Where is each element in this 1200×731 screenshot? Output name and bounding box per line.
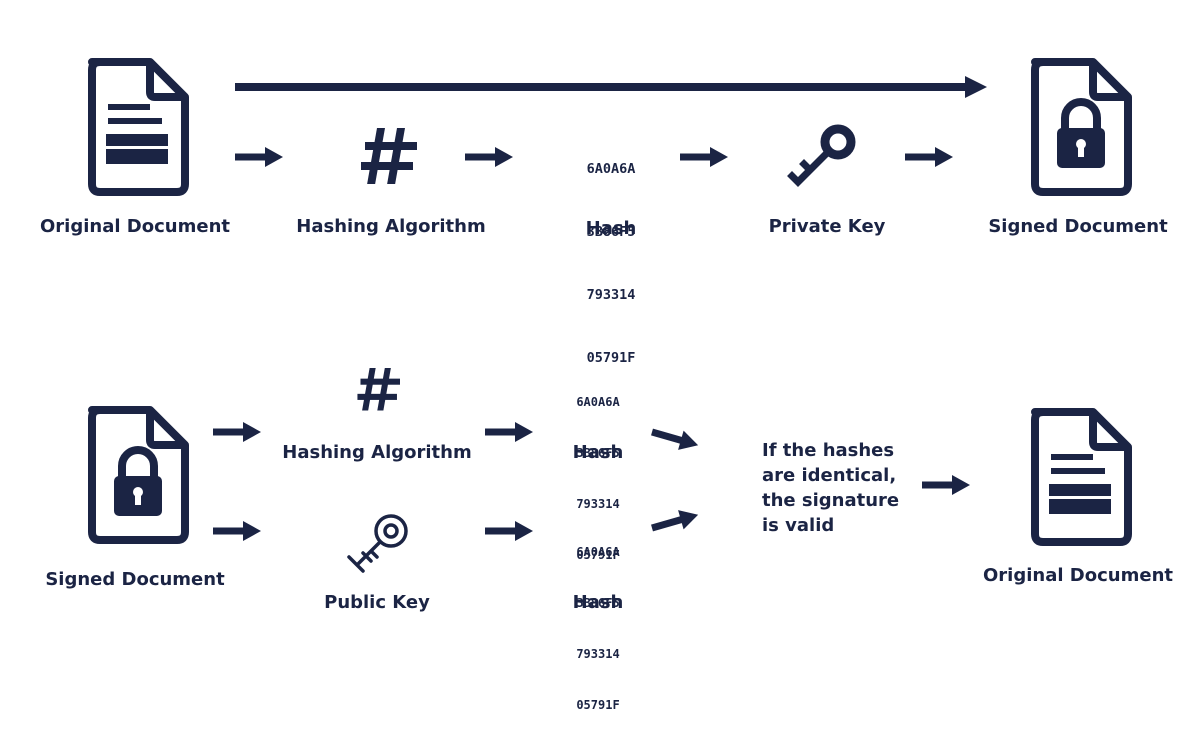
label-hashing-algorithm: Hashing Algorithm xyxy=(296,216,486,237)
arrow-icon xyxy=(649,505,701,538)
arrow-icon xyxy=(649,422,701,455)
key-icon xyxy=(787,124,856,187)
label-hash: Hash xyxy=(572,592,624,613)
arrow-icon xyxy=(235,147,283,167)
label-signed-document: Signed Document xyxy=(45,569,225,590)
label-hash: Hash xyxy=(572,442,624,463)
hash-symbol-icon xyxy=(357,368,400,411)
hash-value: 6A0A6A 3B86F5 793314 05791F xyxy=(576,545,620,712)
key-icon xyxy=(347,514,408,573)
label-private-key: Private Key xyxy=(768,216,886,237)
arrow-icon xyxy=(905,147,953,167)
document-icon xyxy=(92,62,185,192)
arrow-icon xyxy=(213,521,261,541)
long-arrow xyxy=(235,76,987,98)
arrow-icon xyxy=(485,521,533,541)
arrow-icon xyxy=(485,422,533,442)
label-original-document: Original Document xyxy=(40,216,230,237)
lock-icon xyxy=(92,410,185,540)
label-public-key: Public Key xyxy=(324,592,430,613)
arrow-icon xyxy=(213,422,261,442)
hash-symbol-icon xyxy=(361,128,417,184)
document-icon xyxy=(1035,412,1128,542)
label-hashing-algorithm: Hashing Algorithm xyxy=(282,442,472,463)
label-hash: Hash xyxy=(585,218,637,239)
arrow-icon xyxy=(465,147,513,167)
hash-value: 6A0A6A 3B86F5 793314 05791F xyxy=(586,161,636,366)
arrow-icon xyxy=(680,147,728,167)
arrow-icon xyxy=(922,475,970,495)
digital-signature-diagram xyxy=(0,0,1200,573)
label-signed-document: Signed Document xyxy=(988,216,1168,237)
lock-icon xyxy=(1035,62,1128,192)
verdict-text: If the hashes are identical, the signatu… xyxy=(762,440,900,536)
label-original-document: Original Document xyxy=(983,565,1173,586)
hash-value: 6A0A6A 3B86F5 793314 05791F xyxy=(576,395,620,562)
